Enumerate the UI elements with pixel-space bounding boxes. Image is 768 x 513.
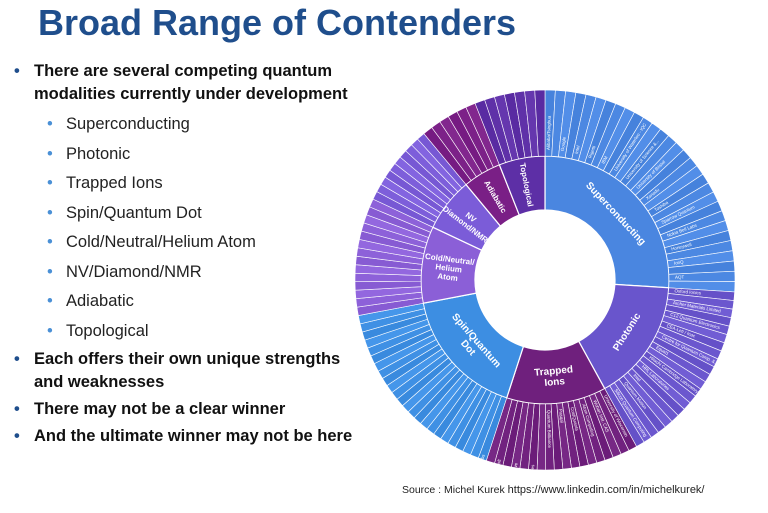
- outer-label: Intel: [632, 373, 641, 383]
- bullet-intro-text: There are several competing quantum moda…: [34, 62, 348, 103]
- outer-label: IonQ: [674, 259, 685, 265]
- inner-label: TrappedIons: [534, 364, 575, 390]
- sub-bullet-dot: •: [47, 174, 53, 192]
- bullet-strengths-text: Each offers their own unique strengths a…: [34, 350, 341, 391]
- sub-bullet-dot: •: [47, 203, 53, 222]
- source-url: https://www.linkedin.com/in/michelkurek/: [507, 484, 705, 496]
- sub-bullet-dot: •: [47, 321, 53, 340]
- outer-label: Pasqal: [558, 409, 565, 423]
- sub-bullet-text: Cold/Neutral/Helium Atom: [66, 233, 256, 251]
- sub-bullet-text: Topological: [66, 321, 149, 340]
- outer-label: Intel: [574, 145, 581, 154]
- outer-label: Quantum Brilliance: [546, 410, 552, 449]
- sub-bullet-cold-neutral-atom: • Cold/Neutral/Helium Atom: [14, 228, 364, 258]
- outer-label: Honeywell: [671, 242, 692, 252]
- sub-bullet-text: Superconducting: [66, 115, 190, 133]
- sub-bullet-trapped-ions: • Trapped Ions: [14, 169, 364, 199]
- outer-label: ColdQuanta: [570, 407, 580, 432]
- outer-label: Oxford Ionics: [674, 288, 702, 295]
- bullet-intro: • There are several competing quantum mo…: [14, 60, 364, 106]
- outer-label: Alibaba/Tsinghua: [546, 115, 552, 150]
- bullet-dot: •: [14, 400, 20, 418]
- page-title: Broad Range of Contenders: [38, 2, 517, 43]
- sub-bullet-superconducting: • Superconducting: [14, 110, 364, 140]
- sub-bullet-text: Spin/Quantum Dot: [66, 203, 202, 222]
- bullet-no-winner-text: There may not be a clear winner: [34, 400, 286, 418]
- outer-label: IBM: [601, 155, 609, 165]
- inner-label: Cold/Neutral/HeliumAtom: [422, 252, 476, 285]
- bullet-no-winner: • There may not be a clear winner: [14, 398, 364, 421]
- sub-bullet-nv-diamond: • NV/Diamond/NMR: [14, 258, 364, 288]
- outer-label: Equal1: [655, 345, 670, 357]
- outer-label: Google: [560, 136, 567, 152]
- sub-bullet-topological: • Topological: [14, 317, 364, 347]
- sub-bullet-dot: •: [47, 144, 53, 163]
- sub-bullet-text: Adiabatic: [66, 292, 134, 310]
- sub-bullet-dot: •: [47, 115, 53, 133]
- bullet-ultimate-winner: • And the ultimate winner may not be her…: [14, 425, 364, 448]
- bullet-list: • There are several competing quantum mo…: [14, 60, 364, 452]
- sub-bullet-text: NV/Diamond/NMR: [66, 262, 202, 281]
- outer-label: AQT: [675, 275, 685, 280]
- sub-bullet-adiabatic: • Adiabatic: [14, 287, 364, 317]
- sub-bullet-dot: •: [47, 292, 53, 310]
- sub-bullet-spin-quantum-dot: • Spin/Quantum Dot: [14, 199, 364, 229]
- outer-label: Microsoft: [493, 458, 502, 476]
- bullet-dot: •: [14, 427, 20, 445]
- bullet-strengths: • Each offers their own unique strengths…: [14, 348, 364, 394]
- outer-segment: [534, 89, 546, 157]
- sub-bullet-text: Photonic: [66, 144, 131, 163]
- bullet-dot: •: [14, 62, 20, 80]
- sub-bullet-dot: •: [47, 233, 53, 251]
- outer-label: D-Wave: [511, 462, 519, 476]
- bullet-ultimate-winner-text: And the ultimate winner may not be here: [34, 427, 353, 445]
- source-label: Source : Michel Kurek: [402, 484, 505, 496]
- source-citation: Source : Michel Kurek https://www.linked…: [402, 484, 705, 496]
- sub-bullet-dot: •: [47, 262, 53, 281]
- sub-bullet-photonic: • Photonic: [14, 140, 364, 170]
- sub-bullet-text: Trapped Ions: [66, 174, 163, 192]
- outer-label: Sandia National Laboratories: [527, 464, 536, 476]
- outer-label: Rigetti: [587, 145, 596, 159]
- bullet-dot: •: [14, 350, 20, 368]
- sunburst-center-hole: [475, 210, 615, 350]
